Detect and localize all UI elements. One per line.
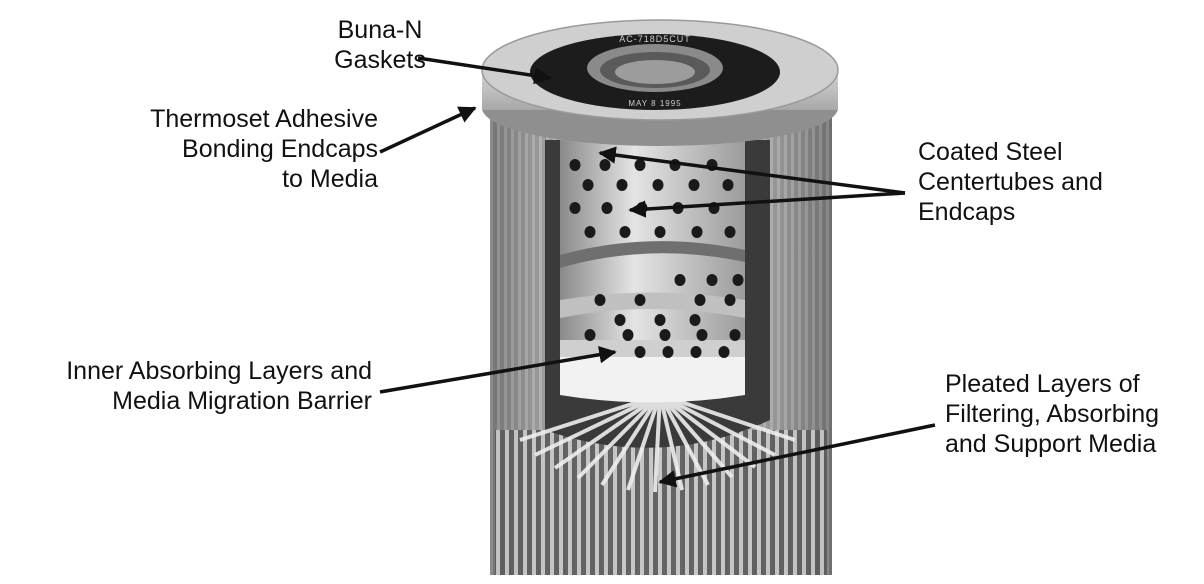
perforation-hole xyxy=(662,346,674,358)
perforation-hole xyxy=(582,179,594,191)
perforation-hole xyxy=(674,274,686,286)
perforation-hole xyxy=(634,346,646,358)
perforation-hole xyxy=(688,179,700,191)
label-gaskets: Buna-N Gaskets xyxy=(334,16,426,74)
perforation-hole xyxy=(584,226,596,238)
arrow-gaskets xyxy=(417,56,552,85)
arrow-adhesive xyxy=(379,106,477,154)
perforation-hole xyxy=(689,314,701,326)
perforation-hole xyxy=(732,274,744,286)
perforation-hole xyxy=(594,294,606,306)
perforation-hole xyxy=(619,226,631,238)
perforation-hole xyxy=(622,329,634,341)
perforation-hole xyxy=(584,329,596,341)
endcap-date: MAY 8 1995 xyxy=(628,99,681,108)
perforation-hole xyxy=(729,329,741,341)
perforation-hole xyxy=(722,179,734,191)
perforation-hole xyxy=(634,159,646,171)
perforation-hole xyxy=(614,314,626,326)
perforation-hole xyxy=(690,346,702,358)
perforation-hole xyxy=(654,314,666,326)
arrow-pleated xyxy=(658,423,936,488)
radial-pleats xyxy=(519,393,796,493)
endcap-part-number: AC-718D5CUT xyxy=(619,34,691,44)
perforation-hole xyxy=(724,226,736,238)
perforation-hole xyxy=(696,329,708,341)
perforation-hole xyxy=(634,294,646,306)
perforation-hole xyxy=(694,294,706,306)
arrow-inner xyxy=(379,346,617,394)
arrow-centertube-mid xyxy=(628,191,906,218)
perforation-hole xyxy=(616,179,628,191)
perforation-hole xyxy=(652,179,664,191)
perforation-hole xyxy=(691,226,703,238)
arrow-centertube-top xyxy=(598,146,906,195)
perforation-hole xyxy=(569,159,581,171)
label-pleated: Pleated Layers of Filtering, Absorbing a… xyxy=(945,370,1160,458)
perforation-hole xyxy=(599,159,611,171)
perforation-hole xyxy=(654,226,666,238)
inner-absorbing-layer xyxy=(560,355,745,403)
label-adhesive: Thermoset Adhesive Bonding Endcaps to Me… xyxy=(150,105,378,193)
label-inner-absorbing: Inner Absorbing Layers and Media Migrati… xyxy=(66,357,372,415)
label-centertubes: Coated Steel Centertubes and Endcaps xyxy=(918,138,1103,226)
perforation-hole xyxy=(659,329,671,341)
perforation-hole xyxy=(569,202,581,214)
perforation-hole xyxy=(706,274,718,286)
perforation-hole xyxy=(718,346,730,358)
perforation-hole xyxy=(601,202,613,214)
perforation-hole xyxy=(724,294,736,306)
